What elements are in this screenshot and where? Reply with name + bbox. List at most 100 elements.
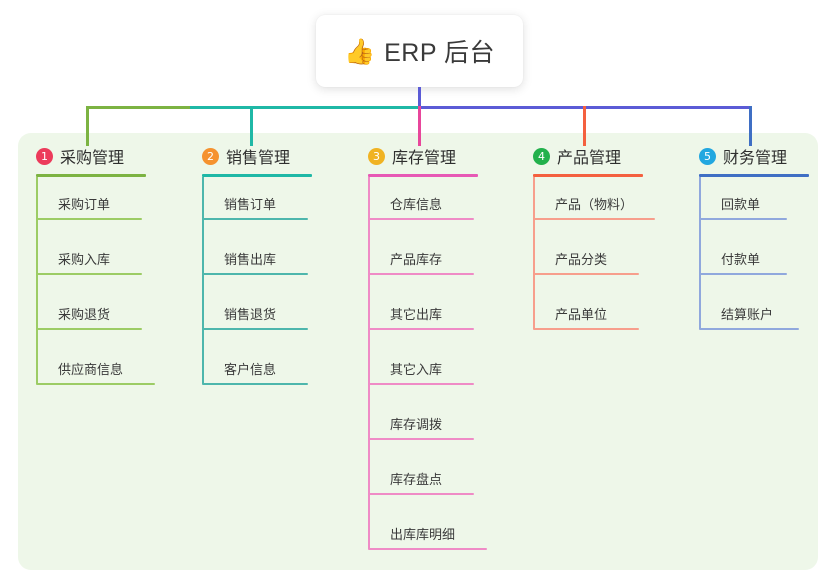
leaf-rule: [533, 328, 639, 330]
branch-header-5[interactable]: 5 财务管理: [699, 145, 839, 167]
drop-line-branch-1: [86, 106, 89, 146]
root-stem-line: [418, 87, 421, 108]
root-node-title: ERP 后台: [384, 39, 496, 67]
leaf-item[interactable]: 采购订单: [36, 197, 142, 220]
trunk-segment-2: [190, 106, 420, 109]
leaf-item[interactable]: 库存调拨: [368, 417, 474, 440]
leaf-rule: [533, 273, 639, 275]
branch-panel-background: [18, 133, 818, 570]
leaf-item[interactable]: 其它出库: [368, 307, 474, 330]
leaf-rule: [368, 493, 474, 495]
branch-header-3[interactable]: 3 库存管理: [368, 145, 538, 167]
leaf-spine-5: [699, 177, 701, 329]
leaf-list-1: 采购订单 采购入库 采购退货 供应商信息: [36, 177, 196, 387]
leaf-rule: [368, 218, 474, 220]
trunk-segment-1: [86, 106, 193, 109]
leaf-spine-4: [533, 177, 535, 329]
leaf-item[interactable]: 产品库存: [368, 252, 474, 275]
branch-title-5: 财务管理: [723, 150, 788, 167]
branch-badge-1: 1: [36, 147, 53, 165]
branch-column-5: 5 财务管理 回款单 付款单 结算账户: [699, 145, 839, 332]
leaf-label: 付款单: [721, 252, 761, 267]
branch-title-3: 库存管理: [392, 150, 457, 167]
leaf-rule: [36, 218, 142, 220]
branch-title-1: 采购管理: [60, 150, 125, 167]
thumbs-up-icon: 👍: [343, 37, 376, 66]
leaf-rule: [368, 383, 474, 385]
drop-line-branch-5: [749, 106, 752, 146]
branch-badge-2: 2: [202, 147, 219, 165]
branch-rule-5: [699, 174, 809, 177]
leaf-item[interactable]: 结算账户: [699, 307, 799, 330]
leaf-label: 产品单位: [555, 307, 608, 322]
leaf-list-4: 产品（物料） 产品分类 产品单位: [533, 177, 703, 332]
leaf-item[interactable]: 付款单: [699, 252, 787, 275]
root-node-card[interactable]: 👍 ERP 后台: [316, 15, 523, 87]
leaf-label: 仓库信息: [390, 197, 443, 212]
leaf-item[interactable]: 仓库信息: [368, 197, 474, 220]
branch-column-3: 3 库存管理 仓库信息 产品库存 其它出库 其它入库 库存调拨: [368, 145, 538, 552]
branch-title-4: 产品管理: [557, 150, 622, 167]
leaf-label: 库存盘点: [390, 472, 443, 487]
leaf-item[interactable]: 采购退货: [36, 307, 142, 330]
leaf-rule: [202, 273, 308, 275]
leaf-rule: [368, 548, 487, 550]
leaf-label: 采购入库: [58, 252, 111, 267]
leaf-label: 回款单: [721, 197, 761, 212]
leaf-item[interactable]: 客户信息: [202, 362, 308, 385]
leaf-label: 销售订单: [224, 197, 277, 212]
leaf-label: 产品分类: [555, 252, 608, 267]
leaf-item[interactable]: 回款单: [699, 197, 787, 220]
leaf-item[interactable]: 库存盘点: [368, 472, 474, 495]
leaf-label: 结算账户: [721, 307, 774, 322]
branch-header-1[interactable]: 1 采购管理: [36, 145, 196, 167]
leaf-item[interactable]: 其它入库: [368, 362, 474, 385]
leaf-item[interactable]: 产品单位: [533, 307, 639, 330]
leaf-label: 采购订单: [58, 197, 111, 212]
leaf-list-5: 回款单 付款单 结算账户: [699, 177, 839, 332]
leaf-list-3: 仓库信息 产品库存 其它出库 其它入库 库存调拨 库存盘点: [368, 177, 538, 552]
branch-header-4[interactable]: 4 产品管理: [533, 145, 703, 167]
leaf-item[interactable]: 出库库明细: [368, 527, 487, 550]
leaf-rule: [699, 273, 787, 275]
branch-column-2: 2 销售管理 销售订单 销售出库 销售退货 客户信息: [202, 145, 362, 387]
leaf-rule: [533, 218, 655, 220]
branch-badge-5: 5: [699, 147, 716, 165]
leaf-item[interactable]: 销售订单: [202, 197, 308, 220]
leaf-rule: [368, 328, 474, 330]
leaf-rule: [36, 328, 142, 330]
leaf-rule: [36, 273, 142, 275]
leaf-label: 销售退货: [224, 307, 277, 322]
branch-badge-4: 4: [533, 147, 550, 165]
drop-line-branch-2: [250, 106, 253, 146]
branch-column-4: 4 产品管理 产品（物料） 产品分类 产品单位: [533, 145, 703, 332]
leaf-label: 销售出库: [224, 252, 277, 267]
branch-header-2[interactable]: 2 销售管理: [202, 145, 362, 167]
leaf-label: 产品库存: [390, 252, 443, 267]
leaf-item[interactable]: 产品（物料）: [533, 197, 655, 220]
drop-line-branch-4: [583, 106, 586, 146]
leaf-rule: [202, 383, 308, 385]
leaf-rule: [202, 328, 308, 330]
leaf-rule: [699, 328, 799, 330]
leaf-rule: [368, 273, 474, 275]
branch-rule-1: [36, 174, 146, 177]
leaf-item[interactable]: 采购入库: [36, 252, 142, 275]
branch-title-2: 销售管理: [226, 150, 291, 167]
branch-rule-3: [368, 174, 478, 177]
leaf-spine-1: [36, 177, 38, 384]
branch-badge-3: 3: [368, 147, 385, 165]
leaf-item[interactable]: 供应商信息: [36, 362, 155, 385]
leaf-rule: [699, 218, 787, 220]
branch-rule-2: [202, 174, 312, 177]
leaf-item[interactable]: 销售退货: [202, 307, 308, 330]
leaf-item[interactable]: 销售出库: [202, 252, 308, 275]
leaf-rule: [368, 438, 474, 440]
leaf-label: 供应商信息: [58, 362, 124, 377]
leaf-spine-3: [368, 177, 370, 549]
leaf-label: 采购退货: [58, 307, 111, 322]
leaf-spine-2: [202, 177, 204, 384]
leaf-item[interactable]: 产品分类: [533, 252, 639, 275]
leaf-list-2: 销售订单 销售出库 销售退货 客户信息: [202, 177, 362, 387]
